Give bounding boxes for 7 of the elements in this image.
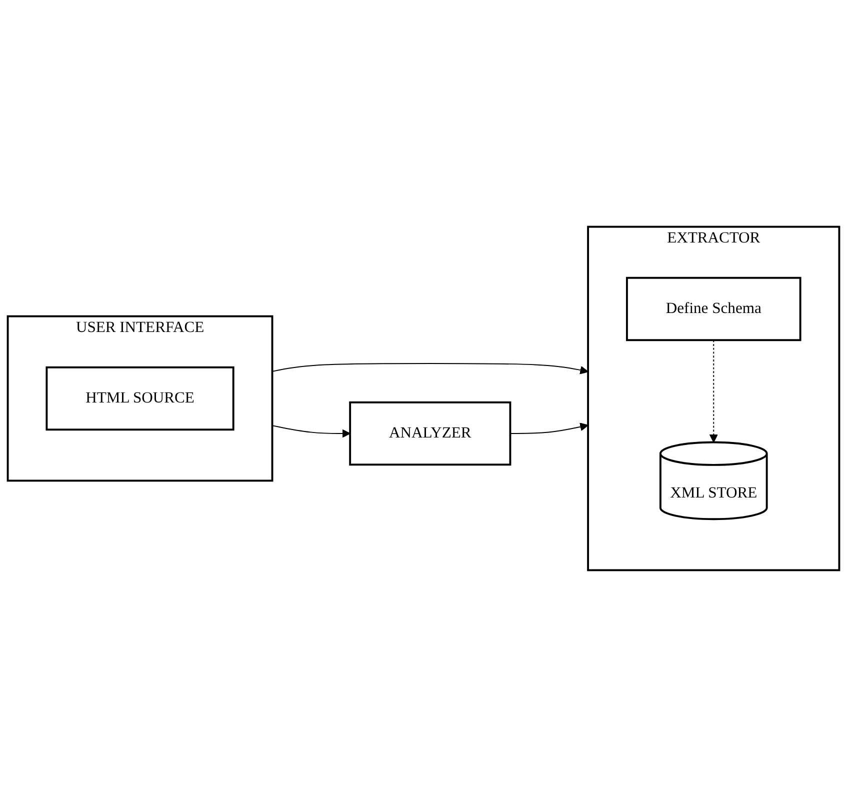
arrow — [510, 422, 588, 434]
node-box: Define Schema — [626, 276, 802, 341]
node-box: HTML SOURCE — [46, 366, 234, 430]
node-box: ANALYZER — [349, 400, 512, 466]
arrow — [272, 362, 588, 374]
arrow — [272, 424, 350, 438]
arrow — [709, 339, 718, 442]
